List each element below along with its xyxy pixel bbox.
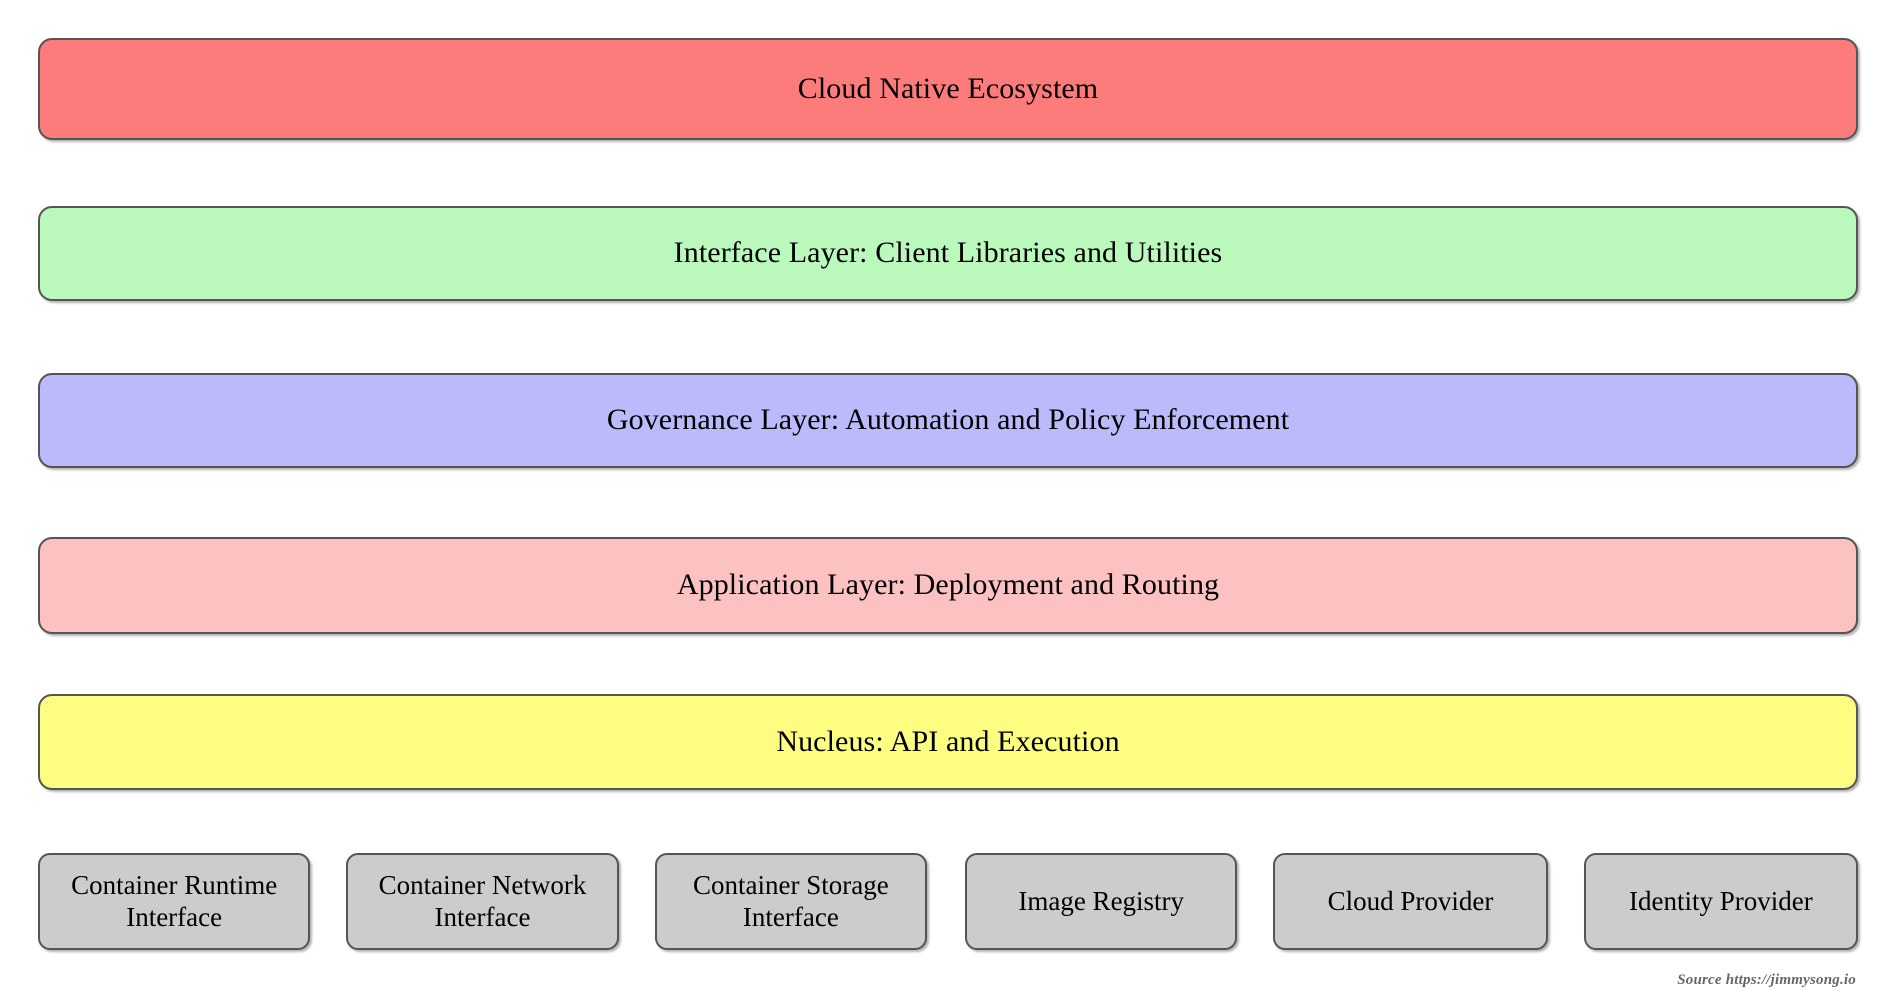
foundation-box-container-storage-interface: Container Storage Interface	[654, 853, 928, 950]
layer-bar-interface: Interface Layer: Client Libraries and Ut…	[38, 206, 1858, 301]
foundation-box-container-runtime-interface: Container Runtime Interface	[38, 853, 311, 950]
layer-label-nucleus: Nucleus: API and Execution	[776, 724, 1120, 758]
layer-bar-governance: Governance Layer: Automation and Policy …	[38, 373, 1858, 468]
foundation-box-label: Container Storage Interface	[693, 869, 889, 932]
foundation-box-cloud-provider: Cloud Provider	[1273, 853, 1548, 950]
layer-bar-cloud-native-ecosystem: Cloud Native Ecosystem	[38, 38, 1858, 140]
layer-label-interface: Interface Layer: Client Libraries and Ut…	[673, 236, 1223, 270]
layer-label-cloud-native-ecosystem: Cloud Native Ecosystem	[797, 71, 1099, 105]
foundation-box-label: Cloud Provider	[1327, 885, 1494, 916]
foundation-box-label: Container Network Interface	[378, 869, 587, 932]
layer-bar-nucleus: Nucleus: API and Execution	[38, 694, 1858, 790]
foundation-row: Container Runtime Interface Container Ne…	[38, 853, 1859, 950]
foundation-box-label: Identity Provider	[1629, 885, 1813, 916]
layer-bar-application: Application Layer: Deployment and Routin…	[38, 537, 1858, 634]
foundation-box-identity-provider: Identity Provider	[1583, 853, 1859, 950]
foundation-box-label: Image Registry	[1018, 885, 1185, 916]
layer-label-governance: Governance Layer: Automation and Policy …	[606, 403, 1290, 437]
layer-label-application: Application Layer: Deployment and Routin…	[676, 568, 1220, 602]
foundation-box-container-network-interface: Container Network Interface	[346, 853, 619, 950]
foundation-box-label: Container Runtime Interface	[71, 869, 278, 932]
source-attribution: Source https://jimmysong.io	[1677, 972, 1856, 988]
layer-stack: Cloud Native Ecosystem Interface Layer: …	[38, 38, 1858, 790]
foundation-box-image-registry: Image Registry	[965, 853, 1238, 950]
